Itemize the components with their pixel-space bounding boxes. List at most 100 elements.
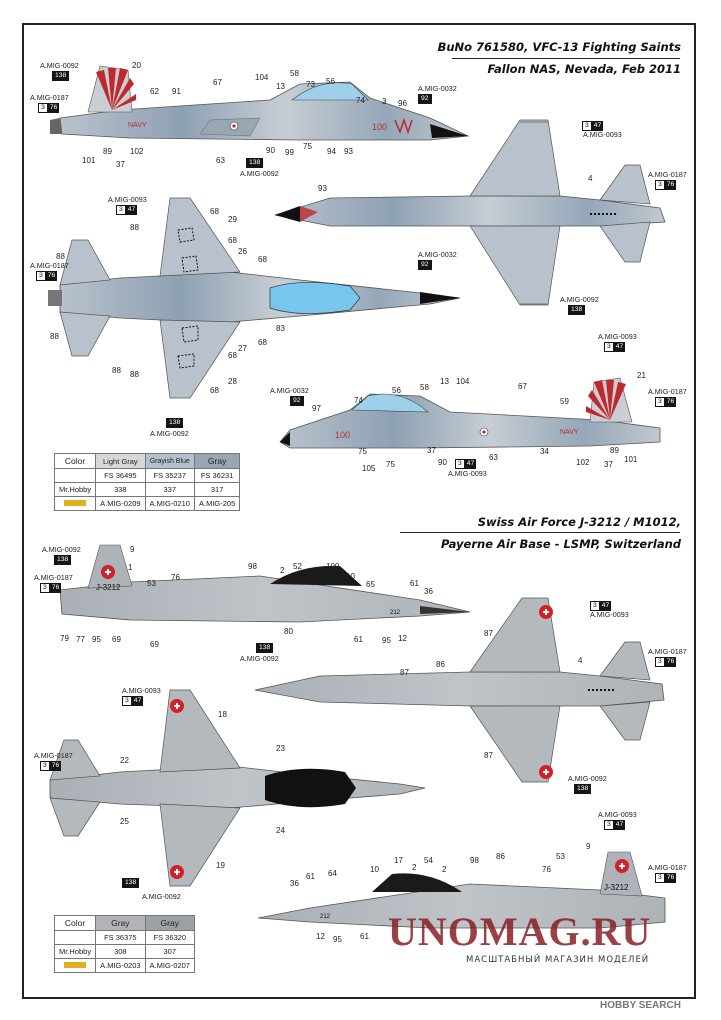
callout-number: 95 [382,636,391,645]
color-table-navy: Color Light Gray Grayish Blue Gray FS 36… [53,453,241,511]
callout-number: 52 [293,562,302,571]
callout-number: 100 [326,562,340,571]
callout-number: 67 [213,78,222,87]
callout-number: 88 [112,366,121,375]
callout-number: 102 [130,147,144,156]
paint-code-label: A.MIG-0187 [648,387,687,396]
callout-number: 98 [248,562,257,571]
callout-number: 29 [228,215,237,224]
callout-number: 23 [276,744,285,753]
callout-number: 61 [360,932,369,941]
paint-chip: 138 [256,643,274,653]
paint-chip: 92 [418,260,432,270]
callout-number: 86 [436,660,445,669]
table-header: Grayish Blue [144,453,195,469]
title-underline [400,532,680,533]
fs-code: FS 36320 [144,930,195,945]
paint-chip: 92 [290,396,304,406]
swiss-side-view-1: J-3212 212 [59,544,471,623]
callout-number: 68 [258,338,267,347]
swiss-small-serial: 212 [390,610,401,616]
callout-number: 90 [266,146,275,155]
paint-code-label: A.MIG-0032 [418,250,457,259]
callout-number: 68 [210,207,219,216]
callout-number: 28 [228,377,237,386]
callout-number: 104 [255,73,269,82]
watermark-subtitle: МАСШТАБНЫЙ МАГАЗИН МОДЕЛЕЙ [466,955,650,965]
callout-number: 75 [386,460,395,469]
mig-code: A.MIG-0210 [144,496,195,511]
mig-code: A.MIG-0203 [95,958,146,973]
callout-number: 90 [438,458,447,467]
callout-number: 4 [578,656,583,665]
callout-number: 68 [258,255,267,264]
callout-number: 99 [285,148,294,157]
callout-number: 13 [276,82,285,91]
callout-number: 9 [586,842,591,851]
callout-number: 2 [280,566,285,575]
title-underline [452,58,680,59]
paint-code-label: A.MIG-0092 [240,654,279,663]
callout-number: 54 [424,856,433,865]
paint-code-label: A.MIG-0187 [30,93,69,102]
paint-code-label: A.MIG-0187 [34,573,73,582]
callout-number: 102 [576,458,590,467]
callout-number: 20 [132,61,141,70]
callout-number: 36 [424,587,433,596]
navy-top-view [48,197,461,399]
section1-title-line2: Fallon NAS, Nevada, Feb 2011 [487,62,681,76]
callout-number: 93 [318,184,327,193]
callout-number: 89 [103,147,112,156]
callout-number: 17 [394,856,403,865]
table-header: Color [53,453,97,469]
callout-number: 88 [130,370,139,379]
callout-number: 63 [489,453,498,462]
paint-chip: 138 [246,158,264,168]
callout-number: 10 [370,865,379,874]
color-table-swiss: Color Gray Gray FS 36375 FS 36320 Mr.Hob… [53,915,195,973]
callout-number: 87 [484,751,493,760]
callout-number: 88 [56,252,65,261]
callout-number: 27 [238,344,247,353]
rising-sun-tail [87,65,136,113]
callout-number: 74 [354,396,363,405]
paint-chip: 138 [122,878,140,888]
section1-title-line1: BuNo 761580, VFC-13 Fighting Saints [437,40,681,54]
callout-number: 12 [316,932,325,941]
callout-number: 12 [398,634,407,643]
section2-title-line1: Swiss Air Force J-3212 / M1012, [477,515,681,529]
callout-number: 37 [604,460,613,469]
callout-number: 24 [276,826,285,835]
callout-number: 58 [290,69,299,78]
paint-code-label: A.MIG-0092 [568,774,607,783]
callout-number: 37 [116,160,125,169]
callout-number: 25 [120,817,129,826]
paint-code-label: A.MIG-0092 [40,61,79,70]
paint-code-label: A.MIG-0093 [108,195,147,204]
callout-number: 61 [306,872,315,881]
paint-code-label: A.MIG-0093 [583,130,622,139]
paint-code-label: A.MIG-0032 [270,386,309,395]
swiss-underside-view [254,597,665,783]
paint-code-label: A.MIG-0092 [150,429,189,438]
table-header: Light Gray [95,453,146,469]
callout-number: 79 [60,634,69,643]
callout-number: 2 [412,863,417,872]
table-header: Gray [193,453,241,469]
swiss-side-view-2: J-3212 212 [257,851,666,929]
callout-number: 65 [366,580,375,589]
paint-code-label: A.MIG-0093 [598,332,637,341]
paint-code-label: A.MIG-0093 [598,810,637,819]
callout-number: 93 [344,147,353,156]
paint-chip: 138 [574,784,592,794]
callout-number: 4 [588,174,593,183]
callout-number: 96 [398,99,407,108]
